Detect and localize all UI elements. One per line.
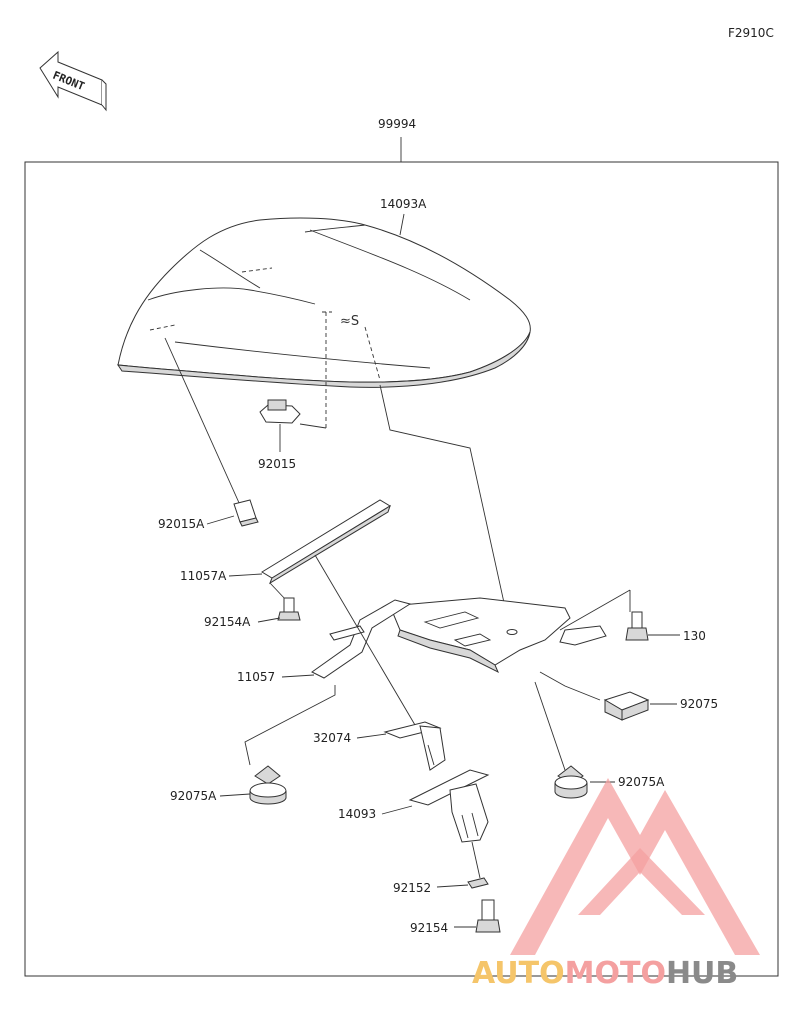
part-label-92154: 92154 bbox=[410, 921, 448, 935]
watermark-m-icon bbox=[510, 778, 760, 955]
front-arrow-icon: FRONT bbox=[39, 50, 107, 112]
part-label-92015: 92015 bbox=[258, 457, 296, 471]
part-label-130: 130 bbox=[683, 629, 706, 643]
figure-code: F2910C bbox=[728, 26, 774, 40]
part-label-92154A: 92154A bbox=[204, 615, 251, 629]
plate-11057A bbox=[261, 499, 391, 585]
cowl-logo-mark: ≈S bbox=[340, 314, 359, 329]
part-label-92075A-right: 92075A bbox=[618, 775, 665, 789]
pad-92075A-right bbox=[554, 765, 588, 799]
part-label-32074: 32074 bbox=[313, 731, 351, 745]
part-label-92015A: 92015A bbox=[158, 517, 205, 531]
bolt-130 bbox=[625, 611, 649, 641]
bracket-32074 bbox=[383, 721, 446, 771]
watermark-part2: MOTO bbox=[565, 956, 666, 991]
grommet-92015A bbox=[233, 499, 259, 527]
bracket-frame-11057 bbox=[311, 599, 412, 679]
washer-92152 bbox=[467, 877, 489, 889]
watermark-logo bbox=[510, 778, 760, 955]
watermark-part1: AUTO bbox=[472, 956, 565, 991]
watermark-part3: HUB bbox=[666, 956, 738, 991]
part-label-14093A: 14093A bbox=[380, 197, 427, 211]
watermark-text: AUTOMOTOHUB bbox=[472, 956, 738, 991]
part-label-92152: 92152 bbox=[393, 881, 431, 895]
part-label-14093: 14093 bbox=[338, 807, 376, 821]
seat-cowl: ≈S bbox=[117, 217, 531, 388]
clip-92015 bbox=[259, 399, 301, 424]
pad-92075 bbox=[603, 691, 650, 721]
part-label-92075A-left: 92075A bbox=[170, 789, 217, 803]
assembly-label: 99994 bbox=[378, 117, 416, 131]
assembly-frame bbox=[24, 161, 779, 977]
part-label-11057A: 11057A bbox=[180, 569, 227, 583]
bolt-92154 bbox=[475, 899, 501, 933]
pad-92075A-left bbox=[249, 765, 287, 805]
stay-14093 bbox=[408, 769, 490, 843]
part-label-11057: 11057 bbox=[237, 670, 275, 684]
bolt-92154A bbox=[277, 597, 301, 621]
mounting-bracket bbox=[389, 597, 607, 674]
part-label-92075: 92075 bbox=[680, 697, 718, 711]
